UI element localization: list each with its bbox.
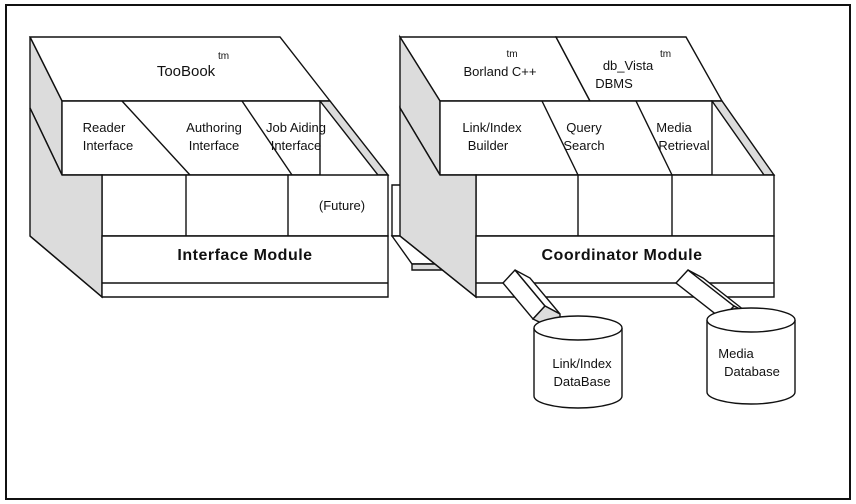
dbvista-label-1: db_Vista	[603, 58, 654, 73]
link-index-builder-label-2: Builder	[468, 138, 509, 153]
job-aiding-interface-label-1: Job Aiding	[266, 120, 326, 135]
future-label: (Future)	[319, 198, 365, 213]
coordinator-lower-front	[475, 174, 775, 237]
media-retrieval-label-1: Media	[656, 120, 692, 135]
toolbook-trademark: tm	[218, 51, 229, 62]
media-database: Media Database	[706, 307, 796, 405]
dbvista-trademark: tm	[660, 49, 671, 60]
job-aiding-interface-label-2: Interface	[271, 138, 322, 153]
authoring-interface-label-2: Interface	[189, 138, 240, 153]
reader-interface-label-1: Reader	[83, 120, 126, 135]
link-index-database: Link/Index DataBase	[533, 315, 623, 409]
link-index-database-label-2: DataBase	[553, 374, 610, 389]
borland-trademark: tm	[506, 49, 517, 60]
media-retrieval-label-2: Retrieval	[658, 138, 709, 153]
authoring-interface-label-1: Authoring	[186, 120, 242, 135]
interface-module-slab	[101, 235, 389, 298]
interface-module-label: Interface Module	[177, 247, 312, 264]
toolbook-label: TooBook	[157, 63, 216, 80]
reader-interface-label-2: Interface	[83, 138, 134, 153]
coordinator-module-label: Coordinator Module	[542, 247, 703, 264]
dbvista-label-2: DBMS	[595, 76, 633, 91]
borland-label: Borland C++	[464, 64, 537, 79]
query-search-label-2: Search	[563, 138, 604, 153]
media-database-label-1: Media	[718, 346, 754, 361]
link-index-database-label-1: Link/Index	[552, 356, 612, 371]
link-index-builder-label-1: Link/Index	[462, 120, 522, 135]
query-search-label-1: Query	[566, 120, 602, 135]
interface-module-block	[28, 36, 390, 299]
media-database-label-2: Database	[724, 364, 780, 379]
coordinator-module-block	[398, 34, 776, 299]
